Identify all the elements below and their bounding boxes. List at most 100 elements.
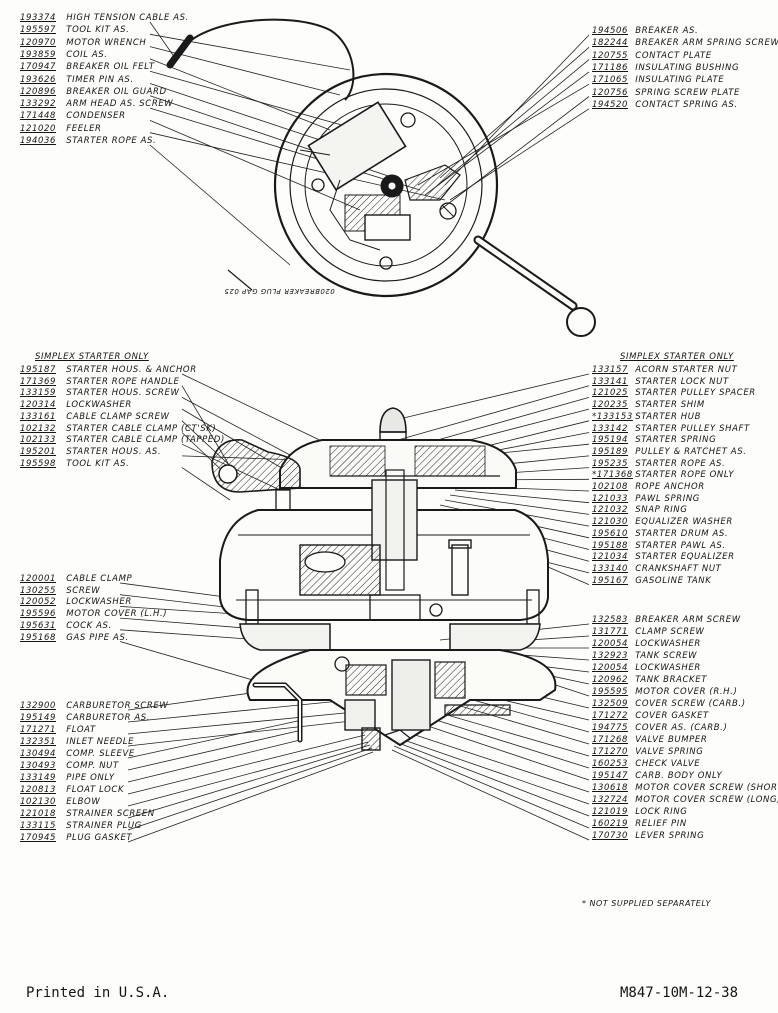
part-name: PULLEY & RATCHET AS. — [632, 446, 747, 457]
part-name: STARTER ROPE AS. — [63, 136, 157, 146]
part-number: 195595 — [592, 687, 629, 697]
simplex-left-header: SIMPLEX STARTER ONLY — [35, 352, 149, 362]
part-number: 130255 — [20, 585, 57, 596]
part-number: 133142 — [592, 423, 629, 434]
part-row: 121034 STARTER EQUALIZER — [592, 551, 735, 563]
part-row: 195189 PULLEY & RATCHET AS. — [592, 446, 747, 458]
leader-line — [127, 729, 303, 771]
part-name: STARTER CABLE CLAMP (CT'SK) — [63, 423, 217, 434]
part-name: PAWL SPRING — [632, 493, 700, 504]
leader-line — [439, 96, 590, 211]
part-row: 133159 STARTER HOUS. SCREW — [20, 387, 180, 399]
part-number: 171186 — [592, 62, 629, 73]
leader-line — [127, 719, 303, 759]
part-row: 130255 SCREW — [20, 585, 100, 597]
part-name: STARTER HOUS. & ANCHOR — [63, 365, 197, 375]
simplex-right-header: SIMPLEX STARTER ONLY — [620, 352, 734, 362]
part-name: CARBURETOR AS. — [63, 713, 151, 723]
part-name: STARTER HUB — [632, 411, 702, 422]
part-name: CABLE CLAMP SCREW — [63, 411, 170, 422]
part-name: TANK BRACKET — [632, 675, 707, 685]
leader-line — [127, 751, 374, 843]
part-name: STARTER DRUM AS. — [632, 528, 729, 539]
part-row: 195149 CARBURETOR AS. — [20, 712, 150, 724]
leader-line — [127, 711, 356, 735]
part-row: 194506 BREAKER AS. — [592, 25, 698, 37]
leader-line — [127, 699, 351, 723]
part-name: COVER GASKET — [632, 711, 709, 721]
part-row: 120970 MOTOR WRENCH — [20, 37, 146, 49]
part-name: MOTOR WRENCH — [63, 37, 147, 48]
part-name: ACORN STARTER NUT — [632, 365, 738, 375]
part-row: 131771 CLAMP SCREW — [592, 626, 705, 638]
part-row: 133161 CABLE CLAMP SCREW — [20, 411, 170, 423]
part-row: 195595 MOTOR COVER (R.H.) — [592, 686, 737, 698]
part-number: 120001 — [20, 574, 57, 584]
leader-line — [119, 629, 263, 641]
part-name: LOCK RING — [632, 807, 688, 817]
part-row: 120052 LOCKWASHER — [20, 596, 132, 608]
part-number: 171369 — [20, 376, 57, 387]
part-row: 102133 STARTER CABLE CLAMP (TAPPED) — [20, 434, 225, 446]
part-row: 132900 CARBURETOR SCREW — [20, 700, 168, 712]
leader-line — [449, 494, 590, 515]
part-number: 120896 — [20, 86, 57, 97]
part-row: 194036 STARTER ROPE AS. — [20, 135, 156, 147]
part-name: MOTOR COVER SCREW (LONG) — [632, 795, 778, 805]
part-number: 195149 — [20, 713, 57, 723]
part-name: CARBURETOR SCREW — [63, 701, 169, 711]
part-row: 171369 STARTER ROPE HANDLE — [20, 376, 179, 388]
part-name: LOCKWASHER — [63, 597, 132, 608]
part-row: 130618 MOTOR COVER SCREW (SHORT) — [592, 782, 778, 794]
part-name: TIMER PIN AS. — [63, 74, 134, 85]
part-number: *171368 — [592, 470, 633, 481]
part-row: 121033 PAWL SPRING — [592, 493, 700, 505]
part-name: FLOAT LOCK — [63, 785, 125, 795]
part-name: STARTER ROPE AS. — [632, 458, 726, 469]
part-row: 120755 CONTACT PLATE — [592, 50, 712, 62]
part-number: 194520 — [592, 99, 629, 110]
part-row: 195598 TOOL KIT AS. — [20, 458, 129, 470]
part-number: 121034 — [592, 552, 629, 563]
part-name: CONTACT SPRING AS. — [632, 99, 738, 110]
part-name: STARTER ROPE HANDLE — [63, 376, 180, 387]
leader-line — [149, 58, 331, 131]
part-number: 195187 — [20, 365, 57, 375]
leader-line — [127, 739, 301, 783]
part-row: 195187 STARTER HOUS. & ANCHOR — [20, 364, 197, 376]
part-number: 133140 — [592, 563, 629, 574]
leader-line — [399, 729, 590, 793]
part-number: 121018 — [20, 809, 57, 819]
part-number: 193859 — [20, 49, 57, 60]
leader-line — [181, 397, 291, 456]
part-name: LOCKWASHER — [63, 400, 132, 411]
part-row: 171448 CONDENSER — [20, 110, 126, 122]
part-number: 195188 — [592, 540, 629, 551]
part-row: 133140 CRANKSHAFT NUT — [592, 563, 721, 575]
part-row: 132351 INLET NEEDLE — [20, 736, 134, 748]
leader-line — [419, 714, 590, 769]
part-number: 160253 — [592, 759, 629, 769]
part-name: CLAMP SCREW — [632, 627, 705, 637]
part-number: 132724 — [592, 795, 629, 805]
part-name: CONTACT PLATE — [632, 50, 712, 61]
footer-form-number: M847-10M-12-38 — [620, 985, 739, 1001]
part-number: 195596 — [20, 609, 57, 620]
part-number: 102130 — [20, 797, 57, 807]
part-number: 195194 — [592, 435, 629, 446]
part-name: RELIEF PIN — [632, 819, 687, 829]
part-name: TOOL KIT AS. — [63, 25, 130, 36]
part-number: 102132 — [20, 423, 57, 434]
part-name: LOCKWASHER — [632, 663, 701, 673]
part-row: 120962 TANK BRACKET — [592, 674, 707, 686]
part-number: 194036 — [20, 136, 57, 146]
part-number: 120813 — [20, 785, 57, 795]
part-row: 171270 VALVE SPRING — [592, 746, 703, 758]
part-row: 195147 CARB. BODY ONLY — [592, 770, 722, 782]
part-name: STARTER ROPE ONLY — [632, 470, 735, 481]
part-number: 170945 — [20, 833, 57, 843]
leader-line — [394, 373, 590, 421]
part-row: 130493 COMP. NUT — [20, 760, 119, 772]
part-number: 171448 — [20, 111, 57, 122]
part-row: 195235 STARTER ROPE AS. — [592, 458, 725, 470]
